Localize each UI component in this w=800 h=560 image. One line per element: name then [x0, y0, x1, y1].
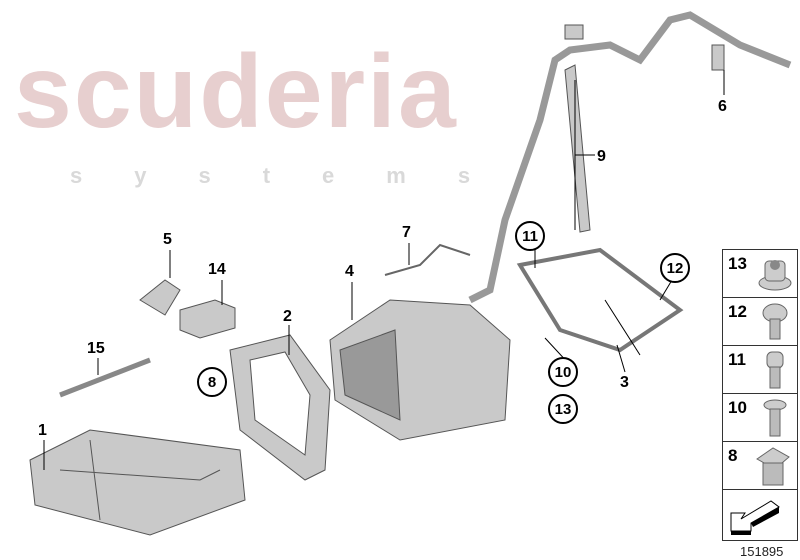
clip-nut-icon: [756, 447, 790, 486]
callout-4: 4: [345, 263, 354, 280]
cable-7-part: [384, 243, 471, 276]
diagram-id: 151895: [740, 544, 784, 559]
fastener-legend: 13 12 11 10 8: [722, 249, 798, 541]
legend-row-10: 10: [723, 394, 797, 442]
hex-nut-icon: [758, 260, 792, 291]
callout-7: 7: [402, 224, 411, 241]
watermark-logo: scuderia: [14, 34, 458, 150]
part-5: [139, 279, 181, 316]
torx-bolt-icon: [766, 351, 784, 389]
legend-number: 8: [728, 446, 738, 465]
countersunk-bolt-icon: [763, 399, 787, 437]
tray-1-part: [29, 429, 246, 536]
callout-14: 14: [208, 261, 226, 278]
legend-row-12: 12: [723, 298, 797, 346]
callout-15: 15: [87, 340, 105, 357]
torx-bolt-icon: [762, 303, 788, 340]
callout-circled-11: 11: [515, 221, 545, 251]
legend-number: 10: [728, 398, 747, 417]
callout-2: 2: [283, 308, 292, 325]
callout-9: 9: [597, 148, 606, 165]
watermark-subtitle: systems: [70, 163, 523, 188]
callout-circled-10: 10: [548, 357, 578, 387]
legend-number: 11: [728, 350, 746, 369]
callout-6: 6: [718, 98, 727, 115]
callout-5: 5: [163, 231, 172, 248]
bracket-6-part: [711, 44, 725, 71]
connector-part: [564, 24, 584, 40]
legend-number: 13: [728, 254, 747, 273]
bracket-3-part: [516, 247, 684, 353]
callout-1: 1: [38, 422, 47, 439]
callout-circled-12: 12: [660, 253, 690, 283]
callout-3: 3: [620, 374, 629, 391]
callout-circled-8: 8: [197, 367, 227, 397]
legend-row-13: 13: [723, 250, 797, 298]
pipe-part: [468, 11, 792, 304]
direction-arrow-icon: [730, 500, 780, 535]
rod-15-part: [59, 357, 151, 398]
module-14-part: [179, 299, 236, 339]
strap-9-part: [564, 64, 591, 233]
legend-number: 12: [728, 302, 747, 321]
legend-row-11: 11: [723, 346, 797, 394]
legend-row-arrow: [723, 490, 797, 541]
legend-row-8: 8: [723, 442, 797, 490]
callout-circled-13: 13: [548, 394, 578, 424]
